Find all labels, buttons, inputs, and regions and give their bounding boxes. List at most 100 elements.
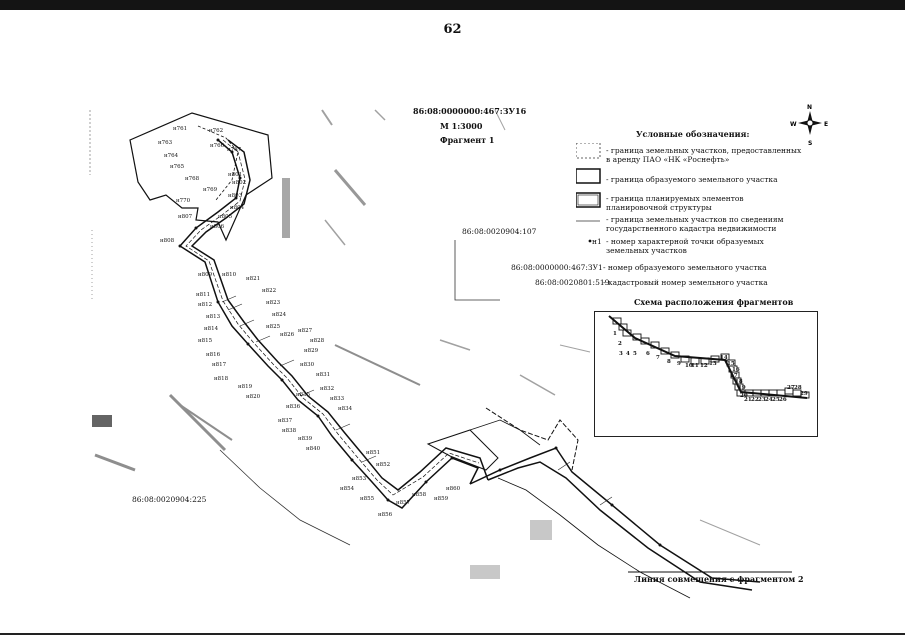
point-label: н768	[185, 176, 200, 182]
point-label: н859	[434, 496, 449, 502]
legend-item-point: - номер характерной точки образуемых зем…	[606, 237, 764, 255]
scheme-number: 25	[772, 397, 780, 403]
branch-east-lease	[485, 407, 579, 471]
fragment-title: Фрагмент 1	[440, 135, 495, 145]
point-label: н812	[198, 302, 213, 308]
scheme-number: 23	[758, 397, 766, 403]
point-label: н764	[164, 153, 179, 159]
scheme-number: 8	[667, 359, 671, 365]
point-label: н823	[266, 300, 281, 306]
point-label: н769	[203, 187, 218, 193]
point-label: н807	[178, 214, 193, 220]
parcel-107-leader	[454, 240, 500, 301]
point-label: н801	[228, 172, 243, 178]
legend-cad-sample: 86:08:0020801:519	[535, 278, 610, 287]
scheme-number: 6	[646, 351, 650, 357]
point-label: н816	[206, 352, 221, 358]
formed-parcel-id: 86:08:0000000:467:ЗУ16	[413, 106, 527, 116]
scheme-number: 26	[779, 397, 787, 403]
point-label: н837	[278, 418, 293, 424]
branch-east-outer	[469, 447, 761, 583]
point-label: н829	[304, 348, 319, 354]
point-label: н851	[366, 450, 381, 456]
point-label: н811	[196, 292, 211, 298]
legend-swatches	[576, 143, 601, 243]
point-label: н824	[272, 312, 287, 318]
point-label: н857	[396, 500, 411, 506]
top-border	[0, 0, 905, 10]
scheme-number: 3	[619, 351, 623, 357]
compass-n: N	[807, 104, 812, 111]
legend-point-sample: н1	[592, 237, 602, 246]
fragment-scheme-drawing	[608, 315, 810, 399]
point-label: н813	[206, 314, 221, 320]
legend-item-planned: - граница планируемых элементов планиров…	[606, 194, 744, 212]
point-label: н820	[246, 394, 261, 400]
corridor-centre	[185, 139, 480, 496]
point-label: н830	[300, 362, 315, 368]
scheme-number: 4	[626, 351, 630, 357]
bottom-border	[0, 633, 905, 635]
scheme-number: 10	[685, 363, 693, 369]
corridor-inner	[190, 139, 489, 491]
legend-item-cad-no: - кадастровый номер земельного участка	[603, 278, 768, 287]
point-label: н815	[198, 338, 213, 344]
legend-heading: Условные обозначения:	[636, 129, 750, 139]
point-label: н831	[316, 372, 331, 378]
scheme-number: 28	[794, 385, 802, 391]
parcel-label-107: 86:08:0020904:107	[462, 227, 537, 236]
scheme-number: 22	[751, 397, 759, 403]
scheme-number: 21	[744, 397, 752, 403]
scheme-number: 5	[633, 351, 637, 357]
point-label: н802	[232, 180, 247, 186]
scheme-title: Схема расположения фрагментов	[634, 297, 794, 307]
junction-wedge	[426, 429, 499, 471]
scheme-number: 20	[740, 393, 748, 399]
point-label: н761	[173, 126, 188, 132]
scheme-number: 29	[800, 391, 808, 397]
point-label: н770	[176, 198, 191, 204]
scheme-number: 19	[738, 385, 746, 391]
scheme-number: 14	[720, 355, 728, 361]
point-label: н821	[246, 276, 261, 282]
scheme-number: 18	[735, 379, 743, 385]
point-label: н839	[298, 436, 313, 442]
point-label: н804	[230, 205, 245, 211]
branch-east-inner	[487, 461, 753, 591]
legend-item-formed: - граница образуемого земельного участка	[606, 175, 778, 184]
compass-w: W	[790, 121, 797, 128]
point-label: н826	[280, 332, 295, 338]
point-label: н828	[310, 338, 325, 344]
point-label: н836	[286, 404, 301, 410]
point-label: н856	[378, 512, 393, 518]
corridor-outer	[178, 139, 480, 509]
point-label: н810	[222, 272, 237, 278]
point-label: н819	[238, 384, 253, 390]
point-label: н827	[298, 328, 313, 334]
point-label: н803	[228, 193, 243, 199]
point-label: н762	[209, 128, 224, 134]
parcel-label-225: 86:08:0020904:225	[132, 495, 207, 504]
point-label: н814	[204, 326, 219, 332]
point-label: н765	[170, 164, 185, 170]
legend-item-cadastre: - граница земельных участков по сведения…	[606, 215, 784, 233]
scheme-number: 9	[677, 361, 681, 367]
corridor-hatch	[221, 295, 613, 506]
page-number: 62	[443, 22, 462, 37]
point-label: н855	[360, 496, 375, 502]
point-label: н853	[352, 476, 367, 482]
point-label: н818	[214, 376, 229, 382]
point-label: н767	[227, 147, 242, 153]
point-label: н854	[340, 486, 355, 492]
background-hatching	[89, 109, 761, 546]
scheme-number: 1	[613, 331, 617, 337]
scheme-number: 24	[765, 397, 773, 403]
point-label: н835	[296, 392, 311, 398]
point-label: н832	[320, 386, 335, 392]
legend-item-formed-no: - номер образуемого земельного участка	[603, 263, 767, 272]
point-label: н838	[282, 428, 297, 434]
point-label: н860	[446, 486, 461, 492]
fragment-scheme	[594, 311, 818, 437]
point-label: н852	[376, 462, 391, 468]
